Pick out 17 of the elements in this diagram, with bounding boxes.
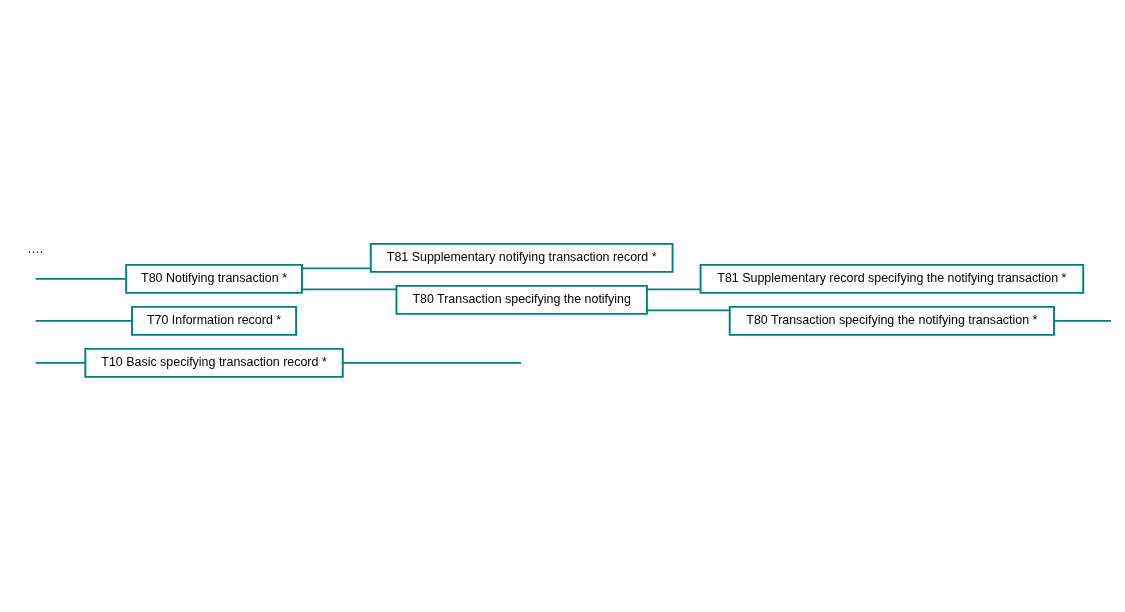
node-box: T81 Supplementary record specifying the notifying transaction * (699, 263, 1085, 294)
connector (34, 361, 87, 364)
connector (341, 361, 522, 364)
connector (646, 287, 702, 290)
node-box: T70 Information record * (131, 305, 298, 336)
label: …. (27, 241, 44, 256)
connector (34, 277, 127, 280)
connector (34, 319, 133, 322)
connector (301, 266, 372, 269)
node-box: T80 Transaction specifying the notifying (395, 284, 648, 315)
connector (301, 287, 398, 290)
node-box: T81 Supplementary notifying transaction record * (369, 242, 674, 273)
connector (646, 308, 731, 311)
connector (1053, 319, 1112, 322)
node-box: T80 Transaction specifying the notifying transaction * (728, 305, 1056, 336)
node-box: T80 Notifying transaction * (125, 263, 303, 294)
node-box: T10 Basic specifying transaction record * (84, 347, 344, 378)
